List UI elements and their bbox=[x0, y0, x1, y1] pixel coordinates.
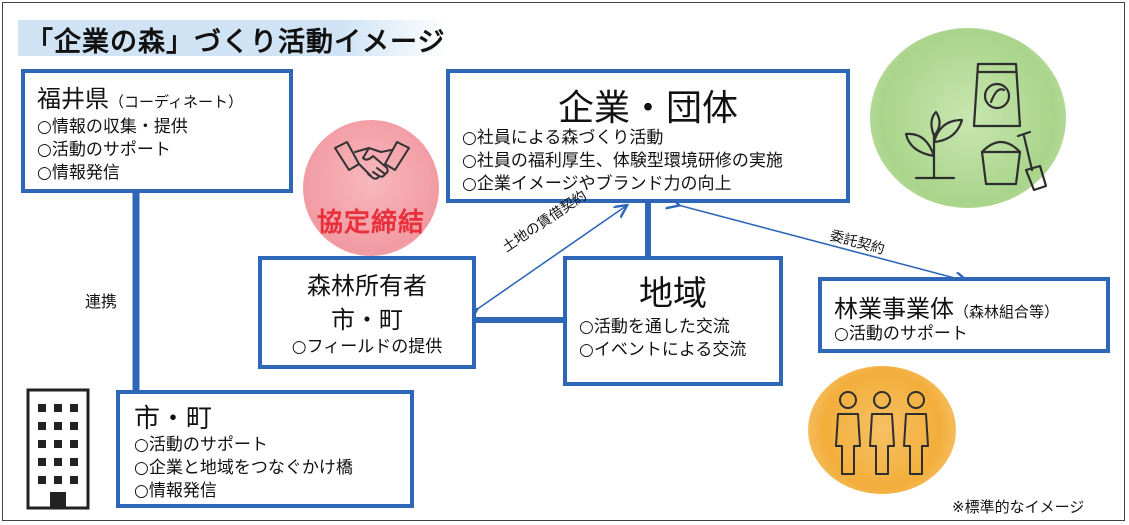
company-box: 企業・団体 ○社員による森づくり活動 ○社員の福利厚生、体験型環境研修の実施 ○… bbox=[446, 69, 850, 203]
forestry-sub: （森林組合等） bbox=[954, 303, 1060, 321]
owner-box: 森林所有者 市・町 ○フィールドの提供 bbox=[258, 256, 476, 369]
gardening-icon bbox=[904, 62, 1048, 192]
forestry-heading: 林業事業体（森林組合等） bbox=[834, 289, 1059, 324]
company-name: 企業・団体 bbox=[557, 88, 738, 129]
region-items: ○活動を通した交流 ○イベントによる交流 bbox=[579, 316, 746, 362]
consign-arrow bbox=[678, 205, 966, 281]
page-title: 「企業の森」づくり活動イメージ bbox=[26, 27, 446, 58]
list-item: ○活動のサポート bbox=[37, 140, 171, 160]
building-icon bbox=[26, 388, 90, 510]
region-name: 地域 bbox=[639, 274, 707, 314]
region-box: 地域 ○活動を通した交流 ○イベントによる交流 bbox=[563, 256, 783, 386]
list-item: ○活動のサポート bbox=[834, 324, 968, 344]
fukui-heading: 福井県（コーディネート） bbox=[37, 79, 243, 114]
forestry-name: 林業事業体 bbox=[834, 295, 954, 323]
list-item: ○企業と地域をつなぐかけ橋 bbox=[134, 458, 353, 478]
forestry-box: 林業事業体（森林組合等） ○活動のサポート bbox=[818, 277, 1110, 353]
people-icon bbox=[835, 391, 929, 475]
city-name: 市・町 bbox=[134, 404, 213, 434]
forestry-items: ○活動のサポート bbox=[834, 323, 968, 346]
note-text: ※標準的なイメージ bbox=[952, 498, 1085, 516]
handshake-icon bbox=[334, 141, 410, 180]
company-items: ○社員による森づくり活動 ○社員の福利厚生、体験型環境研修の実施 ○企業イメージ… bbox=[462, 127, 783, 196]
city-items: ○活動のサポート ○企業と地域をつなぐかけ橋 ○情報発信 bbox=[134, 434, 353, 503]
fukui-name: 福井県 bbox=[37, 85, 109, 113]
owner-line1: 森林所有者 bbox=[307, 272, 427, 300]
owner-line2: 市・町 bbox=[331, 306, 403, 334]
green-bubble bbox=[870, 28, 1066, 208]
list-item: ○イベントによる交流 bbox=[579, 340, 747, 360]
fukui-box: 福井県（コーディネート） ○情報の収集・提供 ○活動のサポート ○情報発信 bbox=[21, 69, 293, 193]
agreement-label: 協定締結 bbox=[316, 208, 425, 238]
owner-items: ○フィールドの提供 bbox=[262, 336, 472, 359]
fukui-items: ○情報の収集・提供 ○活動のサポート ○情報発信 bbox=[37, 116, 188, 185]
list-item: ○情報の収集・提供 bbox=[37, 117, 188, 137]
list-item: ○活動を通した交流 bbox=[579, 317, 730, 337]
list-item: ○社員による森づくり活動 bbox=[462, 128, 664, 148]
list-item: ○社員の福利厚生、体験型環境研修の実施 bbox=[462, 151, 783, 171]
list-item: ○情報発信 bbox=[134, 481, 217, 501]
renkei-label: 連携 bbox=[85, 292, 118, 311]
fukui-sub: （コーディネート） bbox=[109, 93, 243, 111]
orange-bubble bbox=[808, 366, 956, 494]
lease-arrow bbox=[476, 206, 626, 310]
agreement-badge: 協定締結 bbox=[303, 120, 439, 256]
list-item: ○企業イメージやブランド力の向上 bbox=[462, 174, 732, 194]
title-band bbox=[18, 20, 448, 56]
city-box: 市・町 ○活動のサポート ○企業と地域をつなぐかけ橋 ○情報発信 bbox=[116, 390, 414, 508]
list-item: ○フィールドの提供 bbox=[291, 337, 443, 357]
list-item: ○情報発信 bbox=[37, 163, 120, 183]
list-item: ○活動のサポート bbox=[134, 435, 268, 455]
